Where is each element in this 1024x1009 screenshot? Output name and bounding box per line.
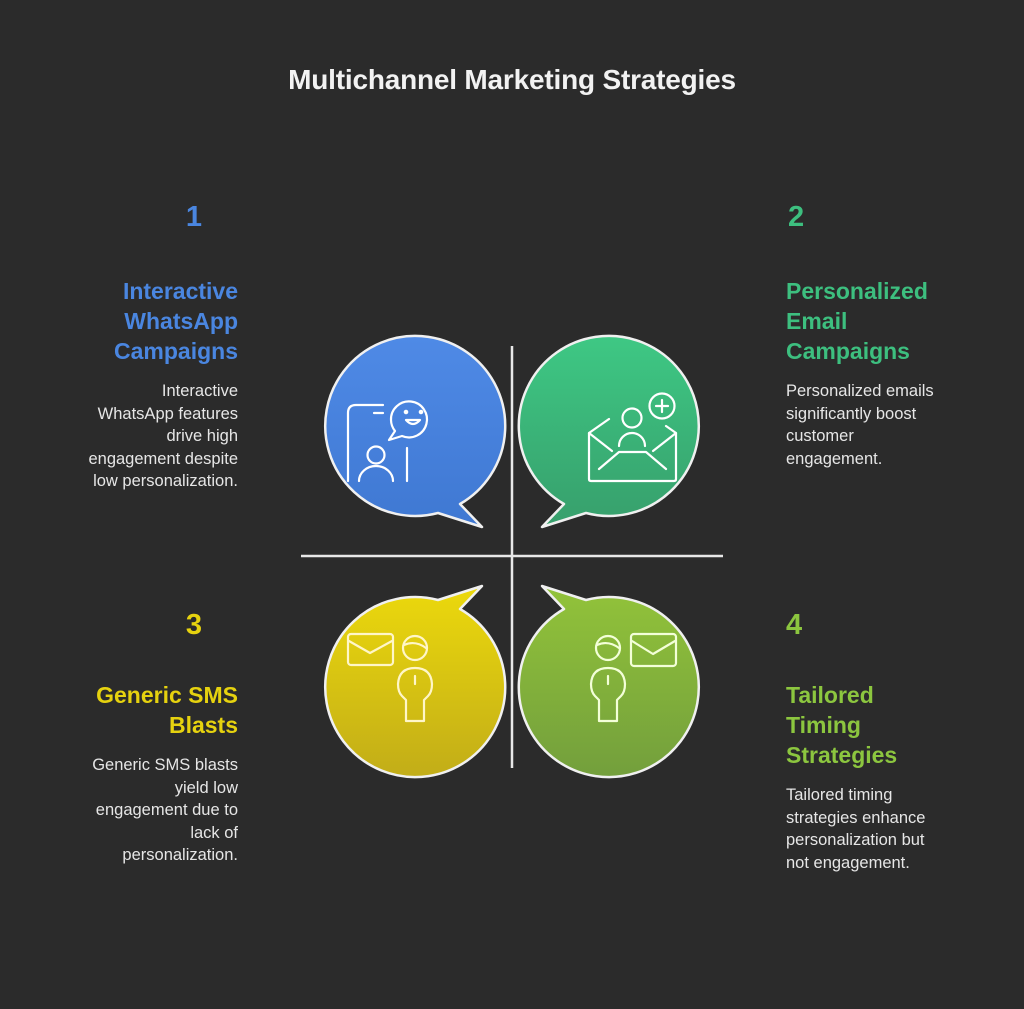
description-line: engagement. (786, 449, 883, 468)
description-line: lack of (190, 823, 238, 842)
heading-line: Generic SMS (96, 682, 238, 708)
quadrant-2-description: Personalized emails significantly boost … (786, 380, 966, 470)
heading-line: WhatsApp (124, 308, 238, 334)
description-line: personalization. (122, 846, 238, 864)
description-line: Interactive (161, 382, 238, 400)
description-line: customer (786, 427, 854, 445)
description-line: Personalized emails (786, 382, 934, 400)
heading-line: Strategies (786, 742, 898, 768)
description-line: engagement despite (88, 449, 238, 468)
quadrant-2-text: 2 Personalized Email Campaigns Personali… (786, 200, 966, 470)
quadrant-2-number: 2 (788, 201, 805, 233)
heading-line: Campaigns (786, 338, 910, 364)
quadrant-1-description: Interactive WhatsApp features drive high… (60, 380, 238, 493)
description-line: Tailored timing (786, 786, 893, 804)
description-line: yield low (174, 778, 238, 797)
quadrant-1-bubble (323, 334, 507, 529)
quadrant-1-number: 1 (185, 201, 202, 233)
description-line: engagement due to (95, 801, 238, 819)
envelope-user-plus-icon (587, 392, 678, 483)
quadrant-4-text: 4 Tailored Timing Strategies Tailored ti… (786, 608, 966, 874)
description-line: not engagement. (786, 853, 910, 872)
quadrant-1-heading: Interactive WhatsApp Campaigns (60, 276, 238, 366)
quadrant-2-heading: Personalized Email Campaigns (786, 276, 966, 366)
page-title: Multichannel Marketing Strategies (288, 64, 736, 95)
heading-line: Email (786, 308, 848, 334)
quadrant-3-bubble (323, 584, 507, 779)
heading-line: Interactive (122, 278, 238, 304)
heading-line: Tailored (786, 682, 874, 708)
heading-line: Timing (786, 712, 861, 738)
person-envelope-icon (589, 632, 678, 723)
heading-line: Personalized (786, 278, 928, 304)
quadrant-4-heading: Tailored Timing Strategies (786, 680, 966, 770)
heading-line: Campaigns (114, 338, 238, 364)
description-line: low personalization. (93, 472, 238, 490)
quadrant-4-description: Tailored timing strategies enhance perso… (786, 784, 966, 874)
description-line: WhatsApp features (97, 404, 238, 423)
description-line: Generic SMS blasts (92, 756, 238, 774)
description-line: significantly boost (786, 404, 917, 423)
envelope-person-icon (346, 632, 434, 723)
quadrant-3-heading: Generic SMS Blasts (60, 680, 238, 740)
description-line: drive high (166, 427, 238, 445)
description-line: personalization but (786, 831, 925, 849)
quadrant-4-bubble (517, 584, 701, 779)
heading-line: Blasts (168, 712, 238, 738)
phone-chat-user-icon (346, 400, 429, 483)
quadrant-4-number: 4 (786, 609, 803, 641)
quadrant-3-number: 3 (185, 609, 202, 641)
quadrant-2-bubble (517, 334, 701, 529)
quadrant-3-text: 3 Generic SMS Blasts Generic SMS blasts … (60, 608, 238, 867)
quadrant-1-text: 1 Interactive WhatsApp Campaigns Interac… (60, 200, 238, 493)
description-line: strategies enhance (786, 808, 926, 827)
quadrant-3-description: Generic SMS blasts yield low engagement … (60, 754, 238, 867)
